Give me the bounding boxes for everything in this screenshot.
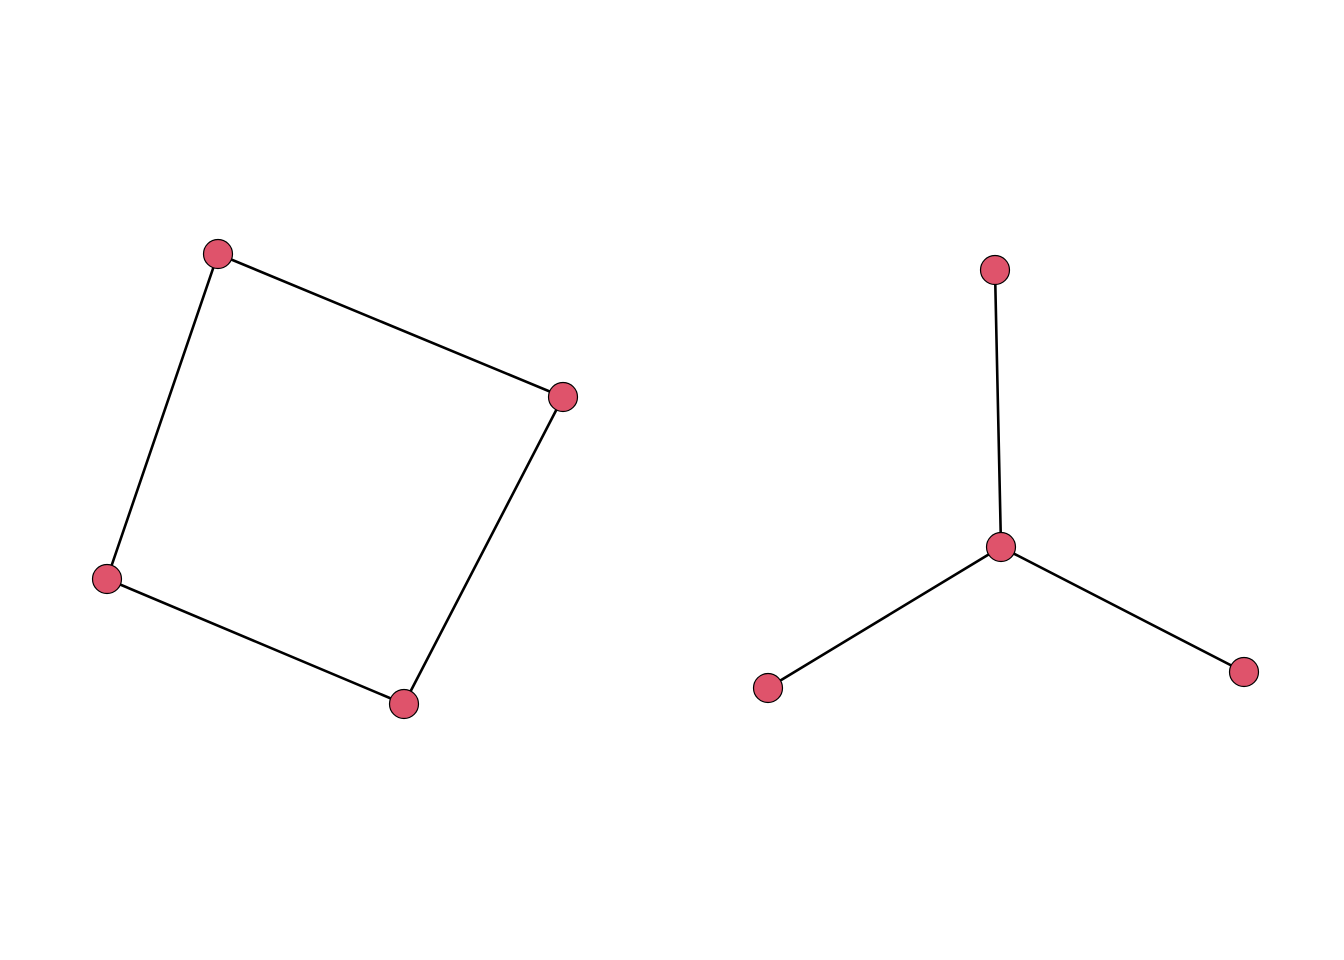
node-n2 xyxy=(547,381,579,413)
star-graph xyxy=(752,254,1260,704)
edge-n1-n2 xyxy=(216,252,565,399)
node-n1 xyxy=(202,238,234,270)
edge-n4-n1 xyxy=(105,252,220,581)
node-leaf-top xyxy=(979,254,1011,286)
edge-hub-leaf-right xyxy=(999,545,1246,674)
node-leaf-left xyxy=(752,672,784,704)
node-n3 xyxy=(388,688,420,720)
node-n4 xyxy=(91,563,123,595)
node-hub xyxy=(985,531,1017,563)
edge-hub-leaf-top xyxy=(993,268,1003,549)
node-leaf-right xyxy=(1228,656,1260,688)
edge-n3-n4 xyxy=(105,577,406,706)
edge-hub-leaf-left xyxy=(766,545,1003,690)
edge-n2-n3 xyxy=(402,395,565,706)
cycle-graph xyxy=(91,238,579,720)
